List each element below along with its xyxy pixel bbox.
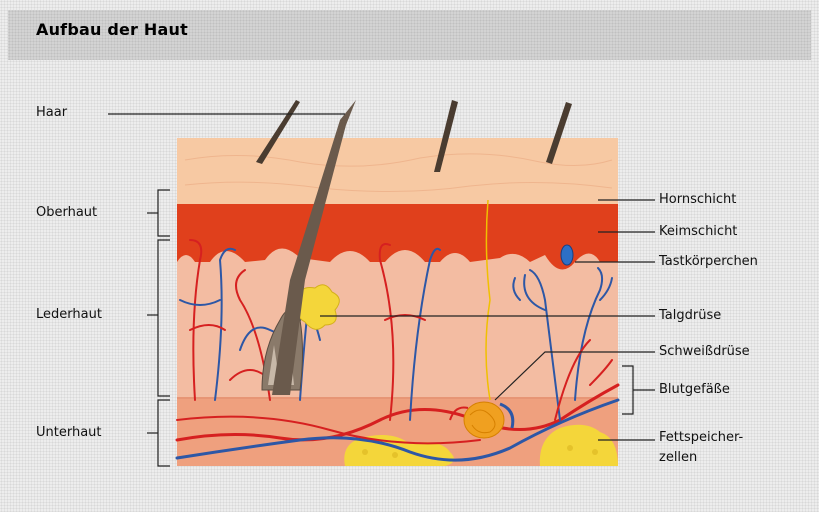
- label-schweissdruese: Schweißdrüse: [659, 344, 750, 360]
- label-unterhaut: Unterhaut: [36, 425, 102, 441]
- label-fettspeicher-line2: zellen: [659, 450, 697, 466]
- label-lederhaut: Lederhaut: [36, 307, 102, 323]
- label-blutgefaesse: Blutgefäße: [659, 382, 730, 398]
- label-tastkoerperchen: Tastkörperchen: [659, 254, 758, 270]
- label-hornschicht: Hornschicht: [659, 192, 736, 208]
- label-keimschicht: Keimschicht: [659, 224, 737, 240]
- tactile-corpuscle: [561, 245, 573, 265]
- label-talgdruese: Talgdrüse: [659, 308, 721, 324]
- label-oberhaut: Oberhaut: [36, 205, 97, 221]
- left-brackets: [147, 190, 170, 466]
- label-fettspeicher-line1: Fettspeicher-: [659, 430, 743, 446]
- label-haar: Haar: [36, 105, 67, 121]
